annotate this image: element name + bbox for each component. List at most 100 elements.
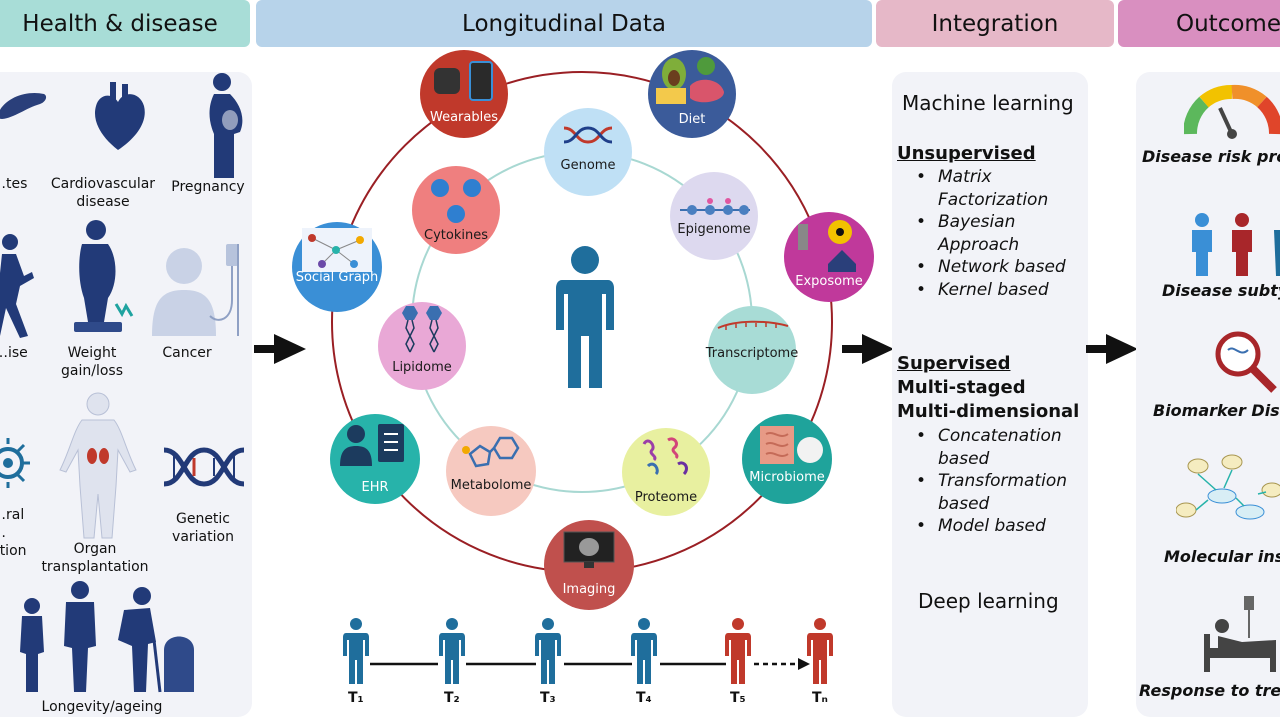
outcome-biomarker: Biomarker Disco… xyxy=(1153,401,1280,420)
timepoint-label: T₄ xyxy=(636,690,652,706)
microbiome-label: Microbiome xyxy=(749,470,825,485)
doctor-clipboard-icon xyxy=(340,424,404,466)
header-longitudinal-text: Longitudinal Data xyxy=(462,10,666,37)
header-outcome: Outcome xyxy=(1118,0,1280,47)
outcome-molecular: Molecular insi… xyxy=(1164,547,1280,566)
virus-icon xyxy=(0,438,30,488)
network-icon xyxy=(1176,454,1280,520)
metabolome-circle xyxy=(446,426,536,516)
rna-icon xyxy=(717,320,789,330)
genome-circle xyxy=(544,108,632,196)
health-label-weight: Weight gain/loss xyxy=(61,345,123,380)
health-label-longevity: Longevity/ageing xyxy=(41,699,163,715)
header-longitudinal: Longitudinal Data xyxy=(256,0,872,47)
unsup-item-bayesian: Bayesian Approach xyxy=(916,211,1019,257)
health-label-cardiovascular: Cardiovascular disease xyxy=(50,176,156,211)
epigenome-label: Epigenome xyxy=(677,222,751,237)
ehr-label: EHR xyxy=(361,480,389,495)
proteome-label: Proteome xyxy=(634,490,698,505)
wearables-label: Wearables xyxy=(429,110,498,125)
dna-icon xyxy=(163,447,245,487)
protein-icon xyxy=(642,437,688,476)
epigenome-circle xyxy=(670,172,758,260)
proteome-circle xyxy=(622,428,710,516)
timepoint-label: T₃ xyxy=(540,690,556,706)
timeline xyxy=(370,658,810,670)
genome-label: Genome xyxy=(560,158,616,173)
timepoint-person-icon xyxy=(439,618,465,684)
outcome-response: Response to treat… xyxy=(1139,681,1280,700)
header-outcome-text: Outcome xyxy=(1176,10,1280,37)
deep-learning: Deep learning xyxy=(918,589,1059,613)
outcome-subtype: Disease subtyp… xyxy=(1162,281,1280,300)
food-icon xyxy=(656,57,724,104)
scale-person-icon xyxy=(74,220,134,332)
unsupervised-heading: Unsupervised xyxy=(897,143,1036,164)
intestine-icon xyxy=(760,426,823,464)
health-label-cancer: Cancer xyxy=(162,345,212,361)
molecule-icon xyxy=(462,436,520,468)
heart-icon xyxy=(94,82,145,150)
health-label-genetic: Genetic variation xyxy=(172,511,234,546)
unsup-item-network: Network based xyxy=(916,256,1066,279)
runner-icon xyxy=(0,234,34,338)
transcriptome-circle xyxy=(708,306,796,394)
timepoint-person-icon xyxy=(631,618,657,684)
health-label-exercise: …ise xyxy=(0,345,28,361)
sup-item-transformation: Transformation based xyxy=(916,470,1067,516)
timepoint-person-icon xyxy=(535,618,561,684)
lipidome-circle xyxy=(378,302,466,390)
gauge-icon xyxy=(1184,84,1280,139)
lipidome-label: Lipidome xyxy=(392,360,452,375)
chromatin-icon xyxy=(680,198,750,215)
ageing-people-icon xyxy=(20,581,194,693)
timepoint-person-icon xyxy=(343,618,369,684)
health-panel xyxy=(0,72,252,717)
health-label-pregnancy: Pregnancy xyxy=(171,179,245,195)
unsup-item-kernel: Kernel based xyxy=(916,279,1049,302)
health-label-viral-infection: …ral …ction xyxy=(0,507,27,560)
sup-item-concatenation: Concatenation based xyxy=(916,425,1062,471)
monitor-icon xyxy=(563,531,615,568)
header-health: Health & disease xyxy=(0,0,250,47)
multi-dimensional: Multi-dimensional xyxy=(897,401,1080,422)
human-body-icon xyxy=(59,392,137,539)
health-label-organ: Organ transplantation xyxy=(41,541,149,576)
outcome-risk: Disease risk pred… xyxy=(1142,147,1280,166)
hazard-icon xyxy=(798,220,856,272)
patient-iv-icon xyxy=(152,244,239,336)
unsup-item-matrix: Matrix Factorization xyxy=(916,166,1048,212)
social-network-icon xyxy=(302,228,372,272)
social-graph-label: Social Graph xyxy=(295,270,379,285)
multi-staged: Multi-staged xyxy=(897,377,1026,398)
cytokine-icon xyxy=(431,179,481,223)
arrow-right-icon xyxy=(254,334,306,364)
people-icon xyxy=(1192,213,1280,276)
ml-title: Machine learning xyxy=(902,91,1074,115)
wearables-circle xyxy=(420,50,508,138)
timepoint-person-icon xyxy=(725,618,751,684)
timepoint-label: Tₙ xyxy=(812,690,828,706)
imaging-label: Imaging xyxy=(562,582,616,597)
timepoint-label: T₂ xyxy=(444,690,460,706)
transcriptome-label: Transcriptome xyxy=(705,346,799,361)
exposome-label: Exposome xyxy=(795,274,863,289)
magnifier-icon xyxy=(1215,331,1277,393)
timepoint-label: T₁ xyxy=(348,690,364,706)
health-label-diabetes: …tes xyxy=(0,176,28,192)
person-icon xyxy=(556,246,614,388)
timepoint-label: T₅ xyxy=(730,690,746,706)
arrow-right-icon xyxy=(842,334,894,364)
dna-small-icon xyxy=(563,126,613,144)
header-health-text: Health & disease xyxy=(22,10,218,37)
header-integration: Integration xyxy=(876,0,1114,47)
supervised-heading: Supervised xyxy=(897,353,1011,374)
smartwatch-icon xyxy=(434,61,493,101)
header-integration-text: Integration xyxy=(931,10,1059,37)
metabolome-label: Metabolome xyxy=(450,478,532,493)
sup-item-model: Model based xyxy=(916,515,1046,538)
pregnant-woman-icon xyxy=(209,73,243,178)
lipid-icon xyxy=(402,306,442,353)
diet-label: Diet xyxy=(678,112,706,127)
pancreas-icon xyxy=(0,93,47,119)
